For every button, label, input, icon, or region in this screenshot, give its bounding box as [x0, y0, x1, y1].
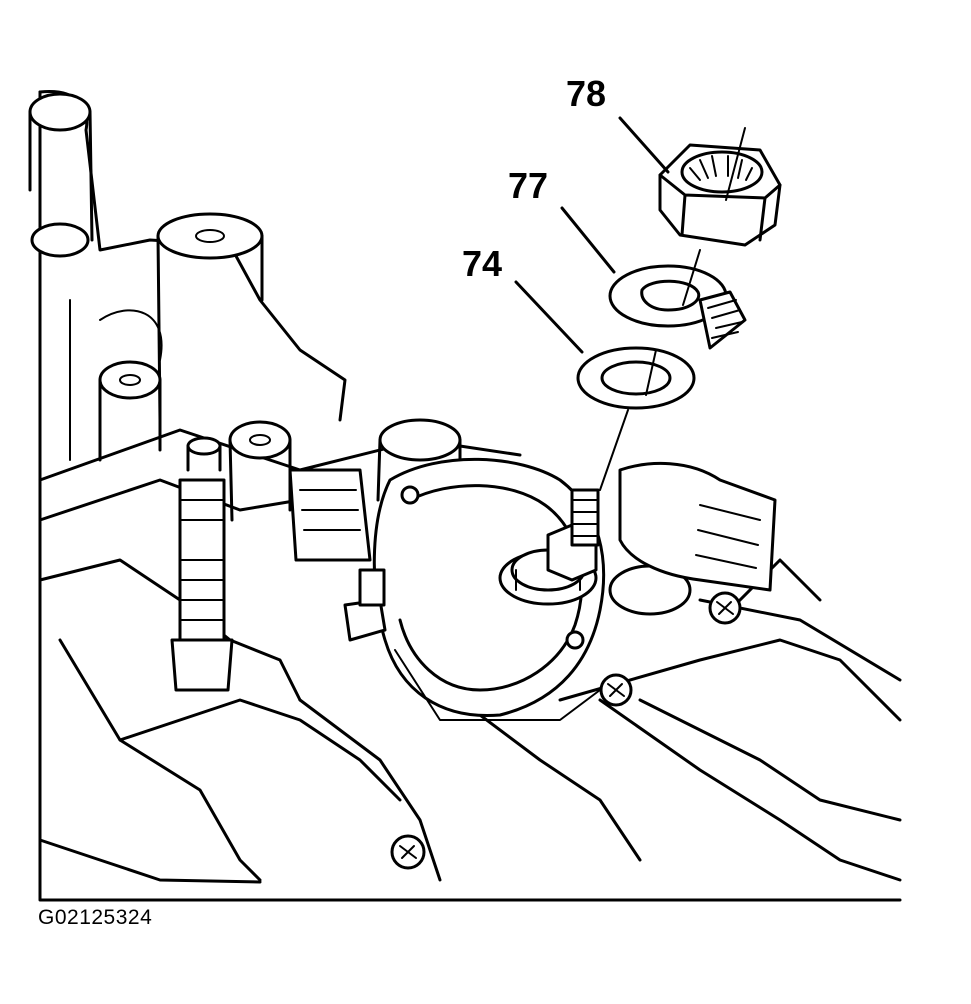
- assembly-centerline: [599, 127, 746, 491]
- detent-pin: [170, 436, 234, 692]
- callout-74: 74: [462, 243, 502, 284]
- leader-line-77: [560, 206, 616, 274]
- flat-washer: [576, 346, 696, 410]
- connector-block-right: [618, 462, 777, 592]
- manual-shift-shaft: [498, 488, 600, 606]
- callout-78: 78: [566, 73, 606, 114]
- leader-line-78: [618, 116, 670, 174]
- neutral-position-switch: [372, 457, 606, 721]
- mounting-bolts: [343, 568, 742, 870]
- leader-line-74: [514, 280, 584, 354]
- lock-washer: [608, 264, 747, 350]
- hex-nut: [658, 143, 782, 247]
- figure-id: G02125324: [38, 906, 153, 929]
- callout-77: 77: [508, 165, 548, 206]
- leader-lines: [514, 116, 670, 354]
- connector-block-left: [288, 468, 372, 562]
- case-bosses: [28, 92, 692, 616]
- transmission-case: [38, 90, 902, 902]
